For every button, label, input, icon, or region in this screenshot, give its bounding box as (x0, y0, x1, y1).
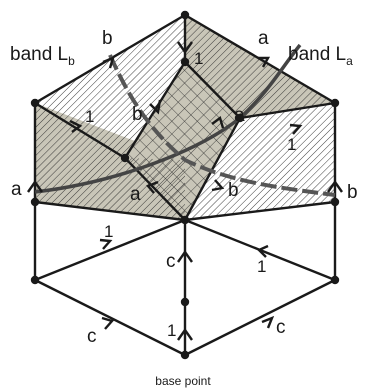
arrow-lower-right-1 (256, 244, 269, 258)
edge-center-right-bottom (183, 117, 242, 221)
arrow-inner-b-left (149, 99, 162, 115)
band-la-label: band La (288, 44, 353, 68)
vertex-left-mid (30, 197, 40, 207)
arrow-right-diag-1 (289, 123, 303, 135)
arrow-inner-a-right (211, 116, 225, 129)
label-a-left: a (11, 179, 22, 200)
hatch-top-right (185, 15, 335, 118)
arrow-center-c (177, 249, 193, 263)
vertex-mid-bottom (180, 297, 190, 307)
label-a-top-right: a (258, 28, 269, 49)
arrow-lower-left-1 (99, 238, 113, 250)
vertex-base (180, 350, 190, 360)
label-b-top-left: b (102, 28, 113, 49)
vertices (30, 10, 340, 360)
arrow-upper-left-1 (69, 119, 83, 133)
vertex-lower-left (30, 275, 40, 285)
edge-lower-right (184, 200, 336, 222)
vertex-inner-top (180, 57, 190, 67)
vertex-upper-left (30, 98, 40, 108)
hatch-right-lower (185, 103, 335, 220)
arrow-bottom-right-c (261, 315, 275, 329)
label-1-lower-left: 1 (104, 222, 113, 241)
band-lb-label: band Lb (10, 44, 75, 68)
label-b-inner-lower-right: b (228, 180, 239, 201)
label-1-bottom: 1 (167, 321, 176, 340)
arrow-top-left (102, 55, 115, 69)
edge-center-right-top (184, 61, 241, 119)
arrow-a-left (27, 179, 43, 193)
label-a-inner-lower-left: a (130, 184, 141, 205)
label-1-top: 1 (194, 49, 203, 68)
arrow-bottom-1 (177, 327, 193, 341)
band-curve-a (34, 43, 302, 194)
arrow-bottom-left-c (101, 316, 115, 330)
vertex-lower-right (330, 275, 340, 285)
edge-lower-hexagon-left (34, 218, 186, 282)
labels: band Lb band La b a 1 1 b a 1 a a b b 1 … (10, 28, 358, 388)
arrow-b-right (327, 179, 343, 193)
label-b-right: b (347, 182, 358, 203)
arrow-inner-a-lower (145, 180, 159, 194)
label-b-inner-upper-left: b (132, 104, 143, 125)
edge-bottom-left (34, 278, 186, 357)
vertex-upper-right (330, 98, 340, 108)
label-a-inner-upper-right: a (234, 105, 245, 126)
band-curves (34, 43, 336, 197)
vertex-inner-right (235, 113, 245, 123)
base-point-caption: base point (155, 374, 211, 388)
edge-bottom-right (184, 278, 336, 357)
label-1-upper-left: 1 (85, 107, 94, 126)
label-1-right-diag: 1 (287, 135, 296, 154)
label-c-bottom-left: c (87, 326, 97, 347)
label-1-lower-right: 1 (257, 257, 266, 276)
label-c-center: c (166, 251, 176, 272)
band-curve-b (108, 54, 336, 197)
vertex-center (180, 215, 190, 225)
arrow-inner-b-lower (211, 179, 225, 192)
vertex-inner-left (120, 153, 130, 163)
edge-right-slope (239, 101, 336, 120)
grid-center (125, 62, 240, 220)
vertex-right-mid (330, 197, 340, 207)
edge-left-slope (34, 101, 126, 160)
arrow-top (177, 41, 193, 55)
arrow-top-right (258, 56, 271, 68)
label-c-bottom-right: c (276, 317, 286, 338)
arrowheads (27, 41, 343, 341)
vertex-top (180, 10, 190, 20)
edge-lower-left (34, 200, 186, 222)
